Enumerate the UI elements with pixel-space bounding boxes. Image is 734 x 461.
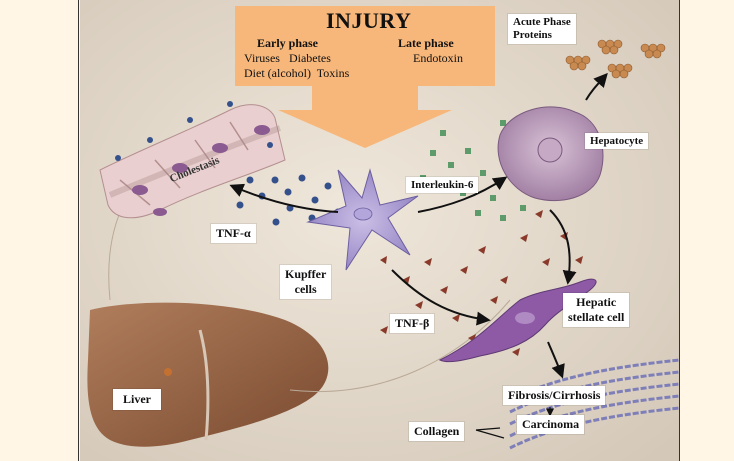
tnf-alpha-label: TNF-α xyxy=(211,224,256,243)
kupffer-label-line2: cells xyxy=(285,282,326,297)
carcinoma-label: Carcinoma xyxy=(517,415,584,434)
kupffer-label: Kupffer cells xyxy=(280,265,331,299)
diagram-frame: INJURY Early phase Viruses Diabetes Diet… xyxy=(80,0,679,461)
early-phase-heading: Early phase xyxy=(257,36,318,51)
early-phase-line2: Diet (alcohol) Toxins xyxy=(244,66,349,81)
collagen-label: Collagen xyxy=(409,422,464,441)
late-phase-heading: Late phase xyxy=(398,36,454,51)
injury-title: INJURY xyxy=(326,8,411,34)
hepatic-stellate-label: Hepatic stellate cell xyxy=(563,293,629,327)
left-margin xyxy=(0,0,79,461)
acute-phase-label-line1: Acute Phase xyxy=(513,16,571,29)
early-phase-line1: Viruses Diabetes xyxy=(244,51,331,66)
liver-label: Liver xyxy=(113,389,161,410)
acute-phase-label: Acute Phase Proteins xyxy=(508,14,576,44)
kupffer-label-line1: Kupffer xyxy=(285,267,326,282)
hepatic-stellate-label-line2: stellate cell xyxy=(568,310,624,325)
acute-phase-label-line2: Proteins xyxy=(513,29,571,42)
hepatocyte-label: Hepatocyte xyxy=(585,133,648,149)
fibrosis-label: Fibrosis/Cirrhosis xyxy=(503,386,605,405)
late-phase-item: Endotoxin xyxy=(413,51,463,66)
interleukin-6-label: Interleukin-6 xyxy=(406,177,478,193)
right-margin xyxy=(679,0,734,461)
hepatic-stellate-label-line1: Hepatic xyxy=(568,295,624,310)
tnf-beta-label: TNF-β xyxy=(390,314,434,333)
